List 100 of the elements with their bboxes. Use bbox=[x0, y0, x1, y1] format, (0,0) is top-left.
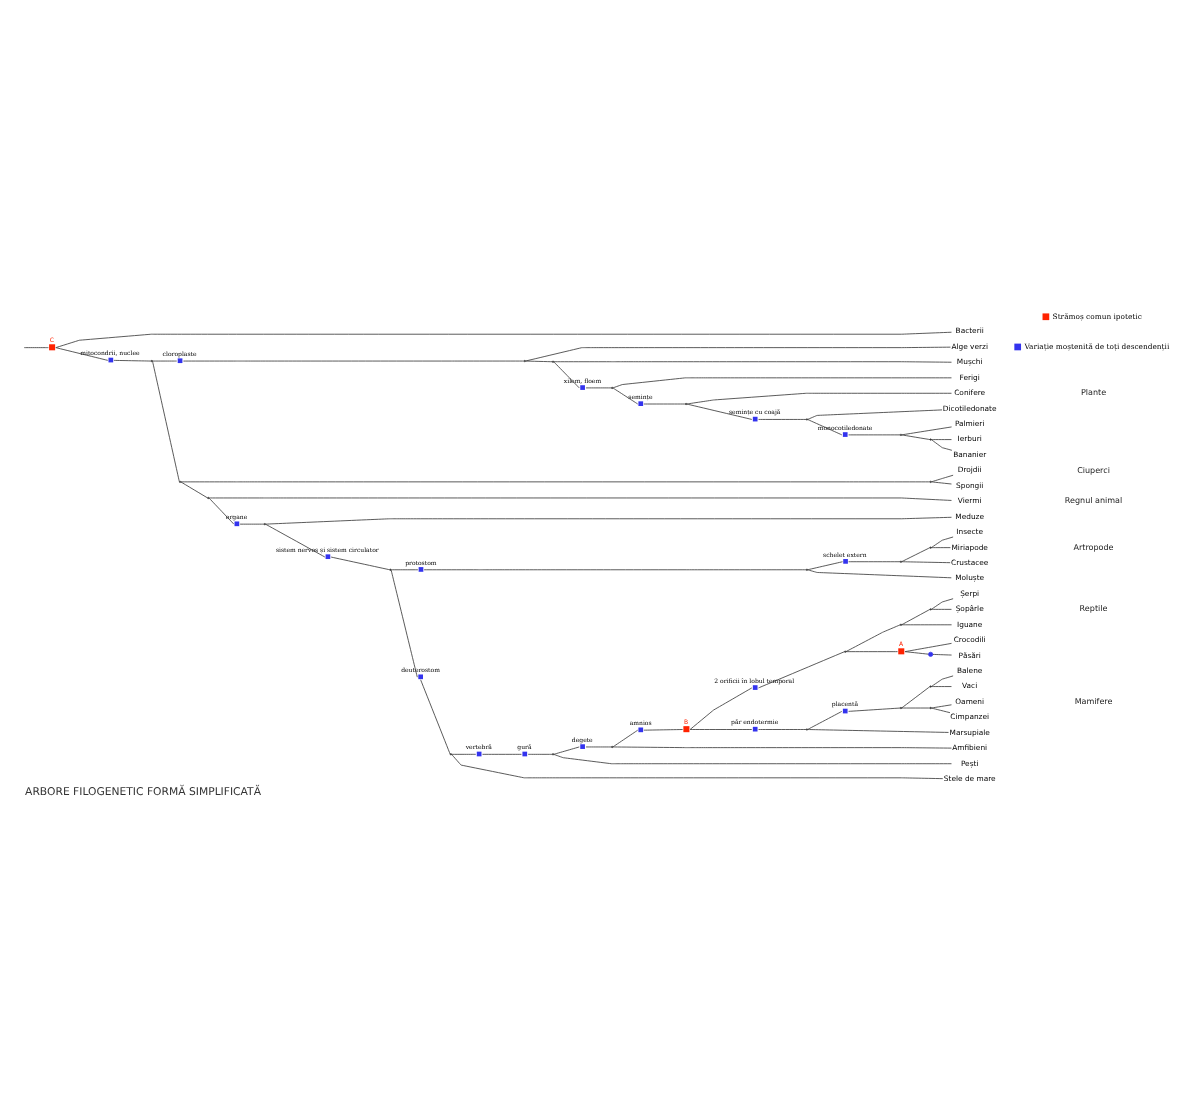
node-box bbox=[476, 751, 482, 757]
node-box bbox=[325, 554, 331, 560]
node-box bbox=[752, 726, 758, 732]
connector bbox=[848, 561, 901, 563]
connector bbox=[932, 654, 952, 656]
connector bbox=[239, 523, 265, 525]
connector bbox=[265, 523, 326, 558]
node-box bbox=[234, 521, 240, 527]
connector bbox=[553, 361, 952, 363]
connector bbox=[807, 729, 949, 733]
connector bbox=[265, 516, 952, 525]
connector bbox=[612, 746, 952, 749]
node-box bbox=[418, 674, 423, 680]
connector bbox=[612, 377, 952, 389]
node-box bbox=[177, 358, 183, 364]
connector bbox=[901, 434, 931, 440]
connector bbox=[931, 439, 953, 451]
node-circle bbox=[928, 651, 934, 657]
connector bbox=[643, 729, 684, 731]
connector bbox=[612, 729, 639, 748]
connector bbox=[901, 547, 931, 563]
connector bbox=[152, 361, 180, 482]
connector bbox=[901, 561, 951, 564]
connector bbox=[612, 387, 639, 405]
node-box bbox=[580, 385, 585, 390]
connector bbox=[758, 651, 845, 689]
node-point bbox=[150, 360, 153, 363]
connector bbox=[686, 403, 753, 420]
connector bbox=[758, 419, 807, 420]
connector bbox=[689, 729, 753, 730]
connector bbox=[585, 387, 612, 389]
connector bbox=[390, 569, 419, 571]
connector bbox=[848, 707, 901, 712]
connector bbox=[904, 642, 952, 653]
connector bbox=[931, 608, 952, 610]
connector bbox=[931, 686, 952, 687]
connector bbox=[807, 561, 843, 571]
node-point bbox=[805, 418, 808, 421]
connector bbox=[931, 439, 952, 440]
node-point bbox=[551, 360, 555, 363]
connector bbox=[758, 729, 807, 730]
node-box bbox=[898, 648, 905, 655]
connector bbox=[807, 711, 843, 730]
node-box bbox=[580, 744, 585, 749]
node-box bbox=[49, 344, 56, 351]
connector bbox=[904, 651, 929, 655]
connector bbox=[807, 419, 843, 436]
node-box bbox=[752, 416, 758, 422]
connector bbox=[845, 651, 898, 653]
connector bbox=[55, 347, 109, 361]
connector bbox=[527, 753, 553, 755]
connector bbox=[931, 598, 954, 610]
node-point bbox=[929, 546, 932, 549]
connector bbox=[482, 753, 522, 755]
connector bbox=[23, 347, 49, 349]
node-box bbox=[752, 685, 758, 690]
connector bbox=[208, 497, 952, 501]
connector bbox=[553, 746, 580, 755]
connector bbox=[451, 753, 477, 755]
node-box bbox=[842, 432, 848, 437]
node-point bbox=[263, 523, 266, 526]
node-box bbox=[522, 751, 528, 757]
node-box bbox=[683, 726, 690, 733]
connector bbox=[845, 624, 901, 652]
connector bbox=[643, 403, 686, 405]
connector bbox=[390, 569, 418, 678]
connector bbox=[901, 609, 931, 626]
node-point bbox=[899, 706, 902, 710]
node-box bbox=[842, 708, 848, 714]
connector bbox=[553, 753, 952, 765]
node-box bbox=[418, 567, 424, 572]
connector bbox=[180, 481, 208, 499]
node-point bbox=[929, 480, 932, 483]
connector bbox=[423, 569, 807, 571]
node-point bbox=[523, 360, 526, 363]
node-box bbox=[843, 559, 848, 564]
connector bbox=[585, 746, 612, 748]
connector bbox=[931, 536, 954, 548]
node-box bbox=[638, 401, 644, 406]
node-point bbox=[929, 706, 932, 710]
connector bbox=[420, 679, 451, 755]
connector bbox=[152, 360, 178, 362]
connector bbox=[553, 361, 580, 389]
node-box bbox=[638, 727, 644, 733]
node-point bbox=[207, 496, 210, 500]
node-point bbox=[929, 608, 932, 611]
connector bbox=[807, 569, 952, 579]
connector bbox=[901, 426, 952, 436]
node-box bbox=[108, 357, 114, 363]
connector bbox=[686, 392, 952, 405]
connector bbox=[330, 556, 390, 571]
connector bbox=[901, 624, 952, 626]
connector bbox=[113, 360, 152, 362]
connector bbox=[208, 497, 235, 525]
connector bbox=[931, 675, 954, 687]
node-point bbox=[179, 480, 182, 483]
node-point bbox=[551, 753, 555, 756]
connector bbox=[807, 409, 943, 420]
connector bbox=[848, 434, 901, 436]
connector bbox=[931, 547, 951, 549]
